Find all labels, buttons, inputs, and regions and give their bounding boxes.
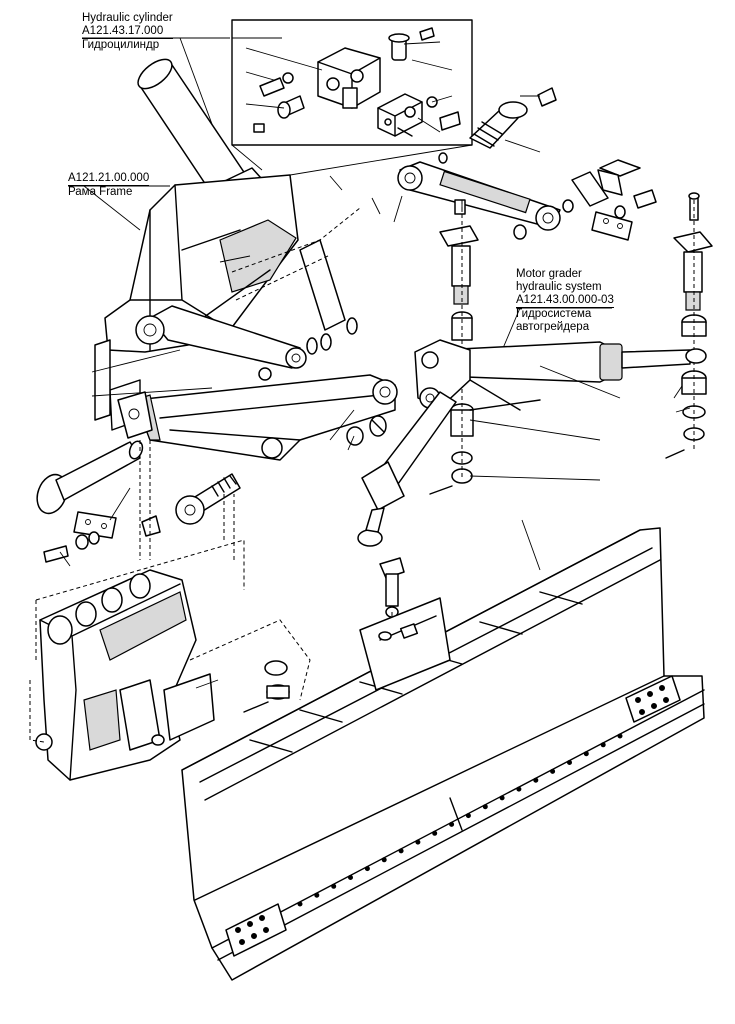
- hs-line1: Motor grader: [516, 268, 582, 280]
- inset-small-parts: [245, 27, 461, 137]
- frame-assembly: [94, 174, 361, 431]
- inset-bracket-right: [377, 93, 423, 137]
- center-pin-stack: [357, 200, 707, 547]
- blade-bolt-hole: [583, 751, 589, 757]
- blade-bolt-hole: [364, 866, 370, 872]
- label-frame: A121.21.00.000 Рама Frame: [68, 172, 150, 199]
- right-pin-column: [562, 159, 713, 459]
- blade-bolt-hole: [314, 892, 320, 898]
- label-hydraulic-cylinder: Hydraulic cylinder A121.43.17.000 Гидроц…: [82, 12, 173, 52]
- frame-code: A121.21.00.000: [68, 172, 150, 186]
- cylinder-title: Hydraulic cylinder: [82, 12, 173, 24]
- blade-bolt-hole: [449, 821, 455, 827]
- hs-ru1: Гидросистема: [516, 308, 592, 320]
- frame-name: Рама Frame: [68, 186, 133, 198]
- blade-bolt-hole: [465, 813, 471, 819]
- hs-ru2: автогрейдера: [516, 321, 590, 333]
- blade-bolt-hole: [516, 786, 522, 792]
- blade-mount-bracket: [29, 494, 311, 781]
- hs-code: A121.43.00.000-03: [516, 294, 614, 308]
- blade-bolt-hole: [567, 760, 572, 765]
- center-lower-fasteners: [243, 557, 405, 713]
- blade-bolt-hole: [432, 830, 438, 836]
- push-frame: [117, 374, 398, 461]
- blade-bolt-hole: [482, 804, 488, 810]
- inset-bracket-left: [317, 47, 381, 109]
- threaded-pin-top: [438, 87, 557, 164]
- blade-bolt-hole: [331, 883, 337, 889]
- blade-bolt-hole: [600, 742, 606, 748]
- blade-bolt-hole: [381, 857, 387, 863]
- blade-bolt-hole: [533, 777, 539, 783]
- blade-bolt-holes: [297, 733, 623, 907]
- cylinder-ru: Гидроцилиндр: [82, 39, 160, 51]
- blade-bolt-hole: [348, 875, 353, 880]
- upper-link-rod: [397, 161, 561, 240]
- inset-detail-box: [231, 19, 473, 179]
- blade-bolt-hole: [499, 795, 505, 801]
- blade-end-plate-right: [625, 675, 681, 723]
- dozer-blade: [181, 519, 705, 981]
- cylinder-code: A121.43.17.000: [82, 25, 173, 39]
- blade-bolt-hole: [398, 848, 404, 854]
- label-hydraulic-system: Motor grader hydraulic system A121.43.00…: [516, 268, 614, 334]
- left-pivot-pin: [36, 440, 241, 567]
- blade-bolt-hole: [415, 839, 421, 845]
- hs-line2: hydraulic system: [516, 281, 602, 293]
- blade-bolt-hole: [297, 901, 303, 907]
- part-leaders: [91, 175, 691, 481]
- blade-end-plate-left: [225, 903, 287, 957]
- blade-bolt-hole: [617, 733, 623, 739]
- blade-bolt-hole: [550, 768, 556, 774]
